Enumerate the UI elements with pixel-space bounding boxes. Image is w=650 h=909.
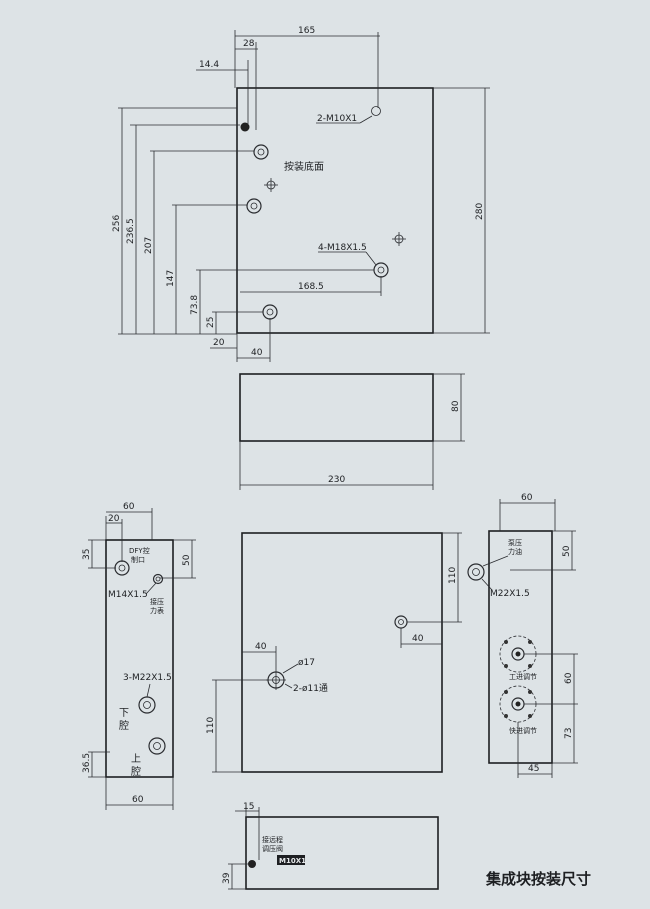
dim-28: 28 [243,39,255,49]
dim-20-left: 20 [108,514,120,524]
port-pump [467,563,485,581]
dim-45: 45 [528,764,539,774]
hole-small-2 [392,232,406,246]
block-outline-front [241,532,443,773]
label-lower-cavity-1: 下 [119,708,129,719]
dim-110-left: 110 [206,717,216,734]
label-pump-line1: 泵压 [508,539,522,547]
hole-m18-1 [253,144,269,160]
label-dfy-line2: 制口 [131,555,145,564]
label-gauge-line1: 接压 [150,597,164,606]
hole-m10-left [240,122,250,132]
dim-40-right: 40 [412,634,424,644]
hole-small-1 [264,178,278,192]
thread-label-m10-bottom: M10X1 [279,857,306,865]
block-outline-left [105,539,174,778]
dim-168-5: 168.5 [298,282,324,292]
port-right [394,615,408,629]
view-left-end: 60 20 35 50 DFY控 制口 M14X1.5 接压 力表 3-M22X… [82,502,196,810]
label-work-feed: 工进调节 [509,672,537,681]
dim-207: 207 [144,237,154,254]
dim-147: 147 [166,270,176,287]
label-fast-feed: 快进调节 [509,726,537,735]
dim-110-right: 110 [448,567,458,584]
thread-label-m10: 2-M10X1 [317,114,357,124]
dim-40-left: 40 [255,642,267,652]
block-outline-top [236,87,434,334]
dim-80: 80 [451,400,461,412]
port-remote-valve [248,860,256,868]
view-front-face: 110 40 40 ø17 2-ø11通 110 [206,532,462,773]
dim-35: 35 [82,549,92,560]
dim-256: 256 [112,215,122,232]
dim-73: 73 [564,728,574,739]
thread-label-m14: M14X1.5 [108,590,148,600]
dim-50-left: 50 [182,554,192,566]
block-outline-side [239,373,434,442]
dim-230: 230 [328,475,345,485]
dim-25: 25 [206,317,216,328]
dim-20-bottom: 20 [213,338,225,348]
port-lower-chamber [138,696,156,714]
label-upper-cavity-1: 上 [131,753,141,765]
port-upper-chamber [148,737,166,755]
dim-73-8: 73.8 [190,295,200,315]
block-outline-bottom [245,816,439,890]
dim-60-right-side: 60 [564,672,574,684]
view-right-end: 60 50 泵压 力油 M22X1.5 工进调节 快进调节 [467,493,578,778]
label-remote-line1: 接远程 [262,835,283,844]
block-outline-right [488,530,553,764]
dim-280: 280 [475,203,485,220]
label-through-holes: 2-ø11通 [293,683,328,694]
drawing-title: 集成块按装尺寸 [485,870,591,888]
dim-60-bottom-left: 60 [132,795,144,805]
hole-m18-2 [246,198,262,214]
label-pump-line2: 力油 [508,547,522,556]
hole-m18-4 [262,304,278,320]
dim-40-bottom: 40 [251,348,263,358]
dim-165: 165 [298,26,315,36]
hole-m18-3 [373,262,389,278]
label-phi17: ø17 [298,658,315,668]
dim-14-4: 14.4 [199,60,219,70]
port-gauge [152,573,164,585]
thread-label-m18: 4-M18X1.5 [318,243,367,253]
port-m14 [114,560,130,576]
dim-36-5: 36.5 [82,753,92,773]
thread-label-m22-left: 3-M22X1.5 [123,673,172,683]
label-dfy-line1: DFY控 [129,546,150,555]
dim-39: 39 [222,872,232,884]
thread-label-m22-right: M22X1.5 [490,589,530,599]
hole-m10-right [371,106,381,116]
view-mounting-face: 按装底面 165 28 14.4 2-M10X1 256 236.5 207 1… [112,26,490,362]
dim-60-top-left: 60 [123,502,135,512]
view-side: 80 230 [239,373,465,490]
label-lower-cavity-2: 腔 [119,719,129,732]
view-bottom-strip: 15 接远程 调压阀 M10X1 39 [222,802,439,890]
dim-15: 15 [243,802,254,812]
label-upper-cavity-2: 腔 [131,765,141,778]
mounting-face-note: 按装底面 [284,160,324,173]
dim-236-5: 236.5 [126,218,136,244]
label-remote-line2: 调压阀 [262,844,283,853]
dim-60-top-right: 60 [521,493,533,503]
label-gauge-line2: 力表 [150,606,164,615]
dim-50-right: 50 [562,545,572,557]
